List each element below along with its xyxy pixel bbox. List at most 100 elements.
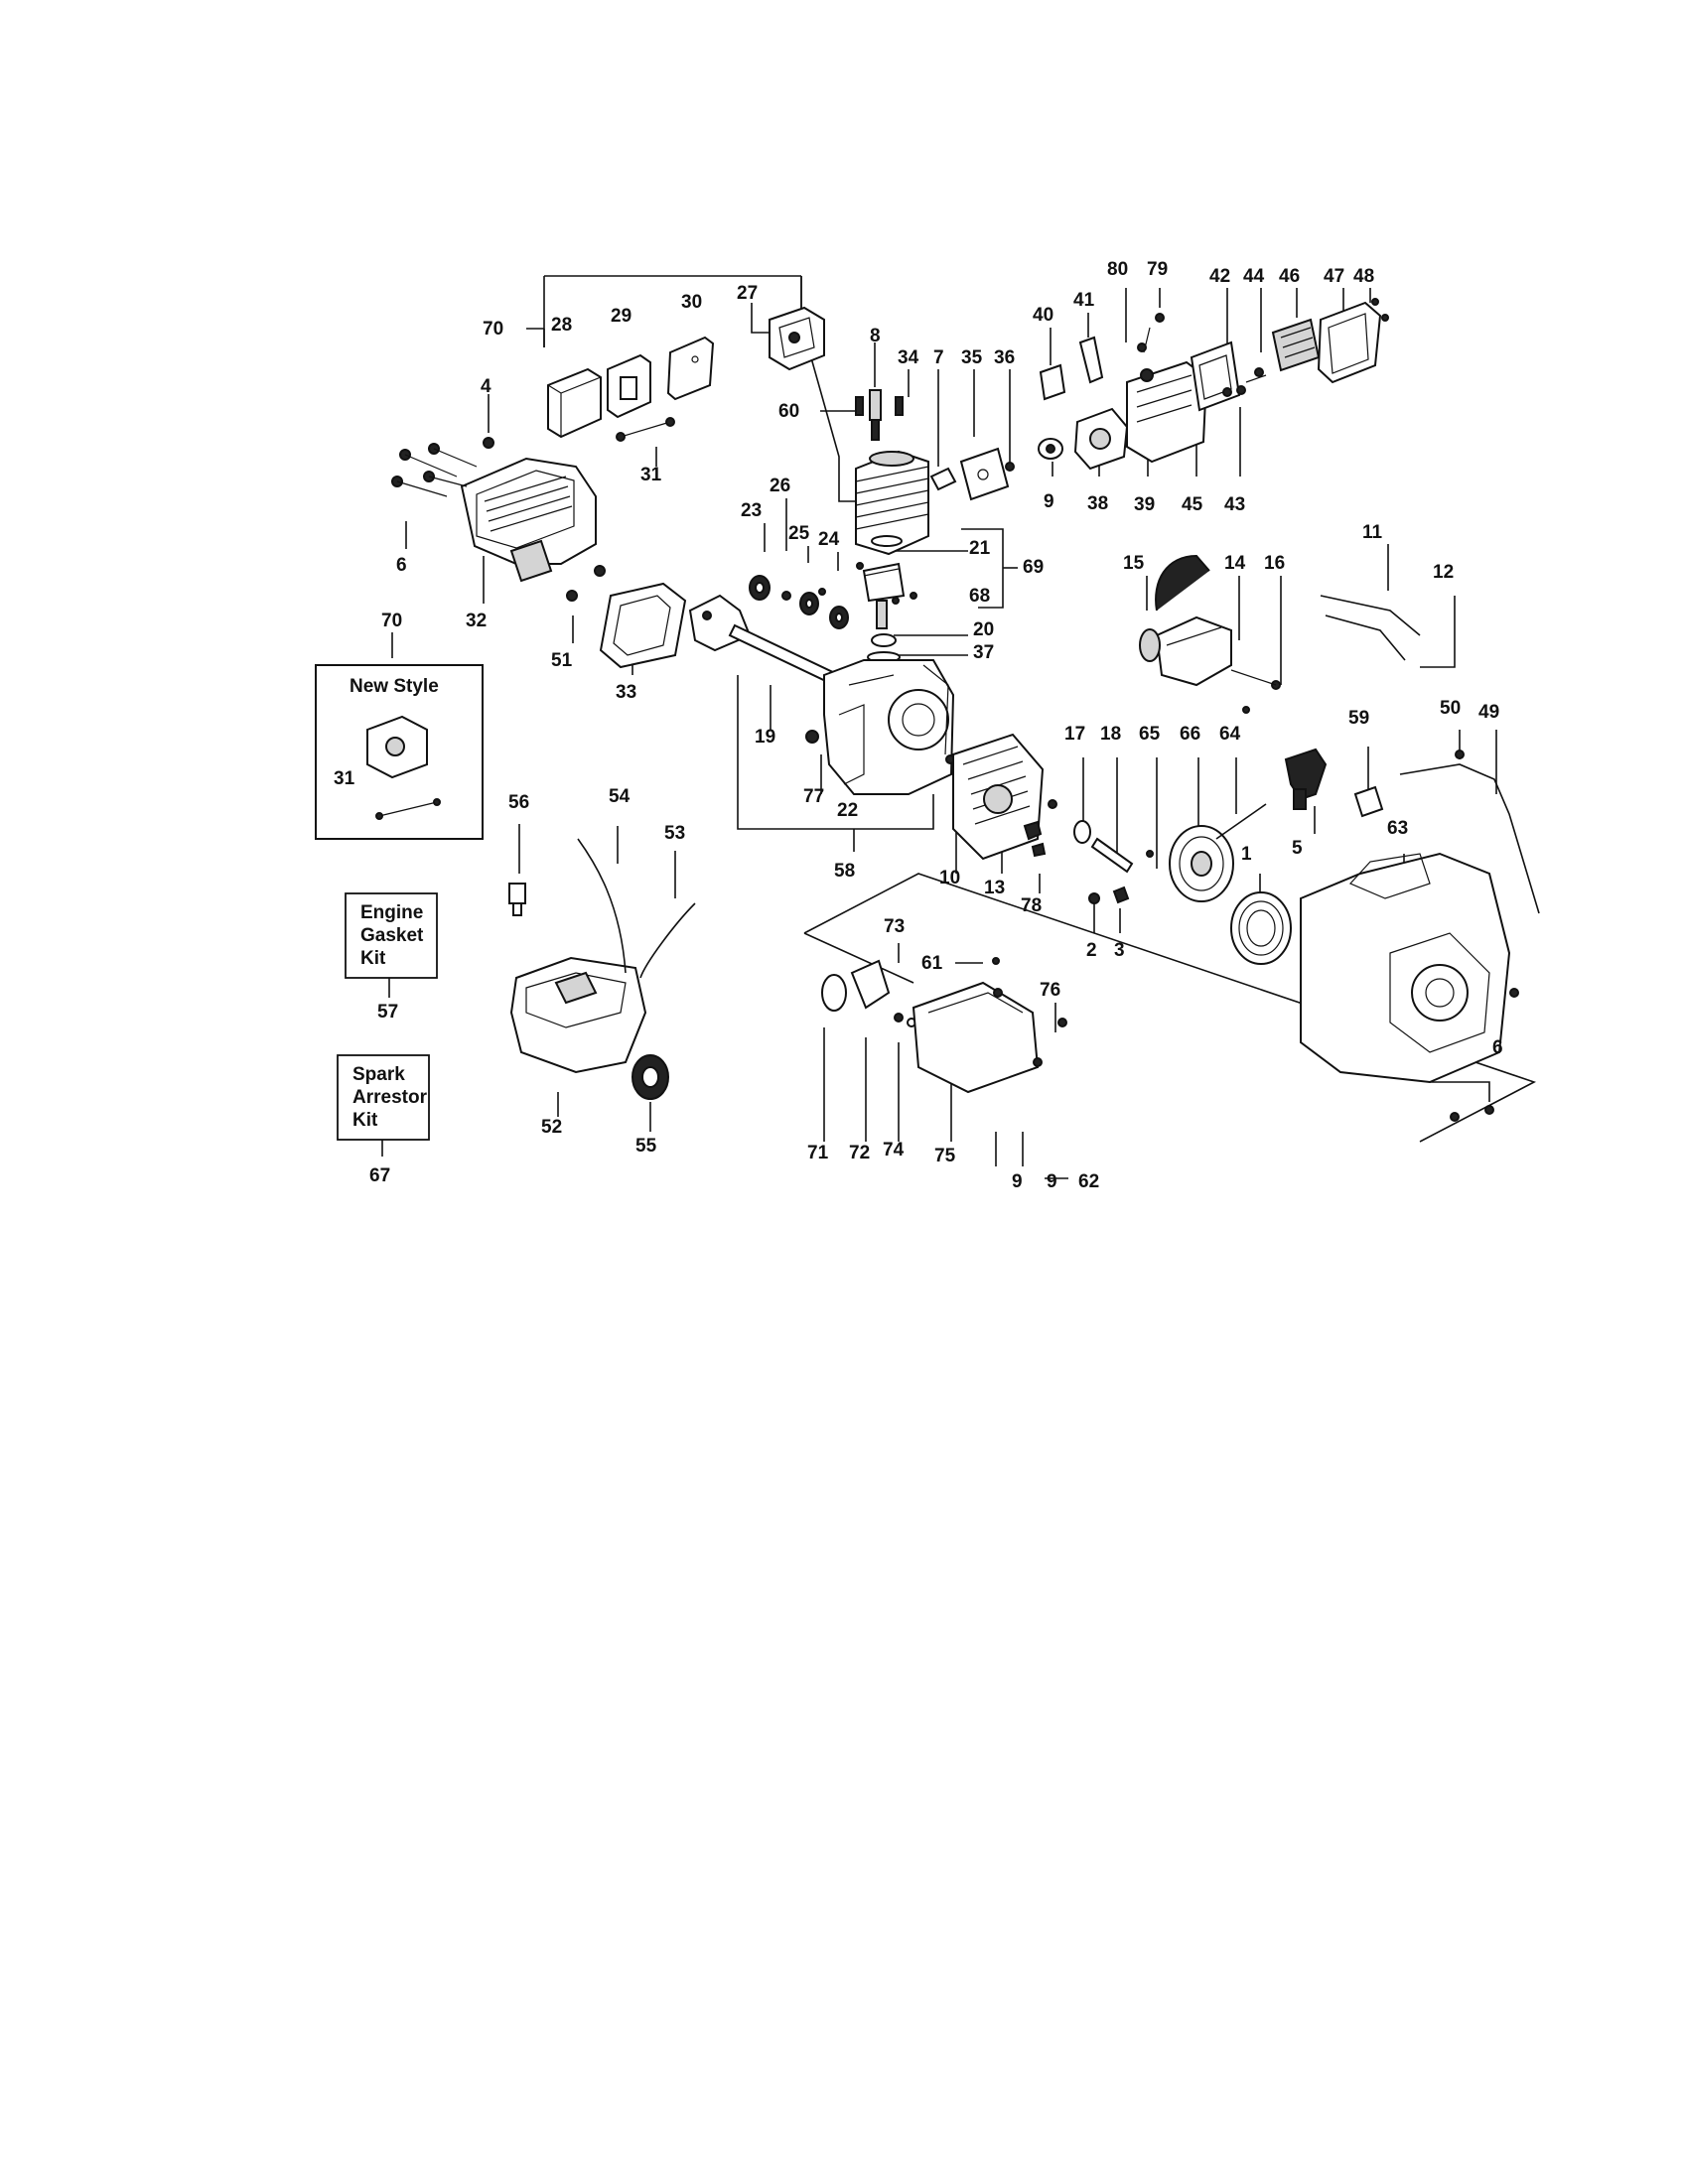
callout-4: 4 bbox=[481, 376, 491, 397]
callout-20: 20 bbox=[973, 619, 994, 640]
callout-1: 1 bbox=[1241, 844, 1252, 865]
filter-cover-part bbox=[769, 306, 825, 371]
throttle-lever-part bbox=[1078, 336, 1104, 384]
callout-16: 16 bbox=[1264, 553, 1285, 574]
fuel-line-part bbox=[577, 838, 627, 974]
callout-59: 59 bbox=[1348, 708, 1369, 729]
spark-arrestor-kit-line1: Spark bbox=[352, 1064, 405, 1085]
spark-plug-part bbox=[855, 389, 904, 441]
crankcase-part bbox=[805, 659, 955, 795]
cylinder-part bbox=[855, 450, 929, 556]
muffler-group-part bbox=[821, 957, 1067, 1094]
callout-48: 48 bbox=[1353, 266, 1374, 287]
callout-34: 34 bbox=[898, 347, 919, 368]
callout-29: 29 bbox=[611, 306, 632, 327]
callout-70-inset: 70 bbox=[381, 611, 402, 631]
callout-62: 62 bbox=[1078, 1171, 1099, 1192]
leader-lines bbox=[351, 275, 1537, 1179]
engine-gasket-kit-line2: Gasket bbox=[360, 925, 424, 946]
carb-housing-part bbox=[1126, 313, 1208, 464]
air-filter-part bbox=[547, 367, 602, 439]
clip-part bbox=[1353, 785, 1384, 818]
callout-71: 71 bbox=[807, 1143, 829, 1163]
callout-52: 52 bbox=[541, 1117, 562, 1138]
callout-21: 21 bbox=[969, 538, 991, 559]
callout-69: 69 bbox=[1023, 557, 1044, 578]
callout-22: 22 bbox=[837, 800, 858, 821]
callout-58: 58 bbox=[834, 861, 855, 882]
engine-shroud-part bbox=[460, 457, 597, 583]
shroud-screws bbox=[391, 437, 606, 602]
filter-bracket-part bbox=[607, 353, 651, 419]
carb-plate-part bbox=[1039, 363, 1066, 401]
callout-78: 78 bbox=[1021, 895, 1042, 916]
callout-47: 47 bbox=[1324, 266, 1344, 287]
fuel-tank-part bbox=[509, 956, 647, 1074]
washer-part bbox=[1073, 820, 1091, 844]
callout-6-right: 6 bbox=[1492, 1037, 1503, 1058]
callout-9-bottom-b: 9 bbox=[1047, 1171, 1057, 1192]
carburetor-part bbox=[1073, 407, 1129, 471]
callout-51: 51 bbox=[551, 650, 573, 671]
filter-element-part bbox=[1271, 318, 1321, 372]
engine-gasket-kit-line3: Kit bbox=[360, 948, 386, 969]
callout-46: 46 bbox=[1279, 266, 1300, 287]
callout-61: 61 bbox=[921, 953, 943, 974]
fuel-cap-part bbox=[632, 1054, 669, 1100]
callout-32: 32 bbox=[466, 611, 487, 631]
bearings-part bbox=[749, 575, 849, 629]
callout-63: 63 bbox=[1387, 818, 1408, 839]
callout-67: 67 bbox=[369, 1165, 390, 1186]
starter-pulley-part bbox=[1169, 825, 1234, 902]
callout-18: 18 bbox=[1100, 724, 1121, 745]
shaft-part bbox=[1090, 837, 1134, 874]
callout-79: 79 bbox=[1147, 259, 1168, 280]
callout-42: 42 bbox=[1209, 266, 1230, 287]
callout-6-left: 6 bbox=[396, 555, 407, 576]
callout-15: 15 bbox=[1123, 553, 1145, 574]
callout-27: 27 bbox=[737, 283, 758, 304]
recoil-spring-part bbox=[1230, 891, 1292, 965]
spark-arrestor-kit-box: Spark Arrestor Kit bbox=[337, 1054, 430, 1141]
callout-45: 45 bbox=[1182, 494, 1203, 515]
callout-60: 60 bbox=[778, 401, 799, 422]
callout-14: 14 bbox=[1224, 553, 1246, 574]
callout-49: 49 bbox=[1478, 702, 1499, 723]
engine-gasket-kit-box: Engine Gasket Kit bbox=[345, 892, 438, 979]
callout-80: 80 bbox=[1107, 259, 1128, 280]
spark-arrestor-kit-line3: Kit bbox=[352, 1110, 378, 1131]
callout-28: 28 bbox=[551, 315, 572, 336]
piston-part bbox=[856, 535, 917, 663]
callout-5: 5 bbox=[1292, 838, 1303, 859]
spring-part bbox=[620, 421, 671, 438]
callout-37: 37 bbox=[973, 642, 994, 663]
callout-labels: 80 79 42 44 46 47 48 70 28 29 30 27 8 40… bbox=[334, 259, 1503, 1192]
carb-gasket-part bbox=[1038, 438, 1063, 460]
callout-36: 36 bbox=[994, 347, 1015, 368]
callout-64: 64 bbox=[1219, 724, 1241, 745]
callout-50: 50 bbox=[1440, 698, 1461, 719]
callout-7: 7 bbox=[933, 347, 944, 368]
filter-cover-back-part bbox=[1317, 301, 1382, 384]
callout-31-top: 31 bbox=[640, 465, 662, 485]
primer-bulb-part bbox=[508, 883, 526, 916]
callout-76: 76 bbox=[1040, 980, 1060, 1001]
insulator-part bbox=[959, 447, 1010, 501]
callout-19: 19 bbox=[755, 727, 775, 748]
callout-40: 40 bbox=[1033, 305, 1053, 326]
callout-75: 75 bbox=[934, 1146, 956, 1166]
ground-wire-part bbox=[1320, 595, 1421, 636]
callout-54: 54 bbox=[609, 786, 631, 807]
callout-77: 77 bbox=[803, 786, 824, 807]
spark-arrestor-kit-line2: Arrestor bbox=[352, 1087, 428, 1108]
callout-55: 55 bbox=[635, 1136, 657, 1157]
callout-66: 66 bbox=[1180, 724, 1200, 745]
callout-44: 44 bbox=[1243, 266, 1265, 287]
callout-12: 12 bbox=[1433, 562, 1454, 583]
engine-gasket-kit-line1: Engine bbox=[360, 902, 423, 923]
new-style-inset: New Style bbox=[315, 664, 484, 840]
callout-9-bottom-a: 9 bbox=[1012, 1171, 1023, 1192]
callout-24: 24 bbox=[818, 529, 840, 550]
